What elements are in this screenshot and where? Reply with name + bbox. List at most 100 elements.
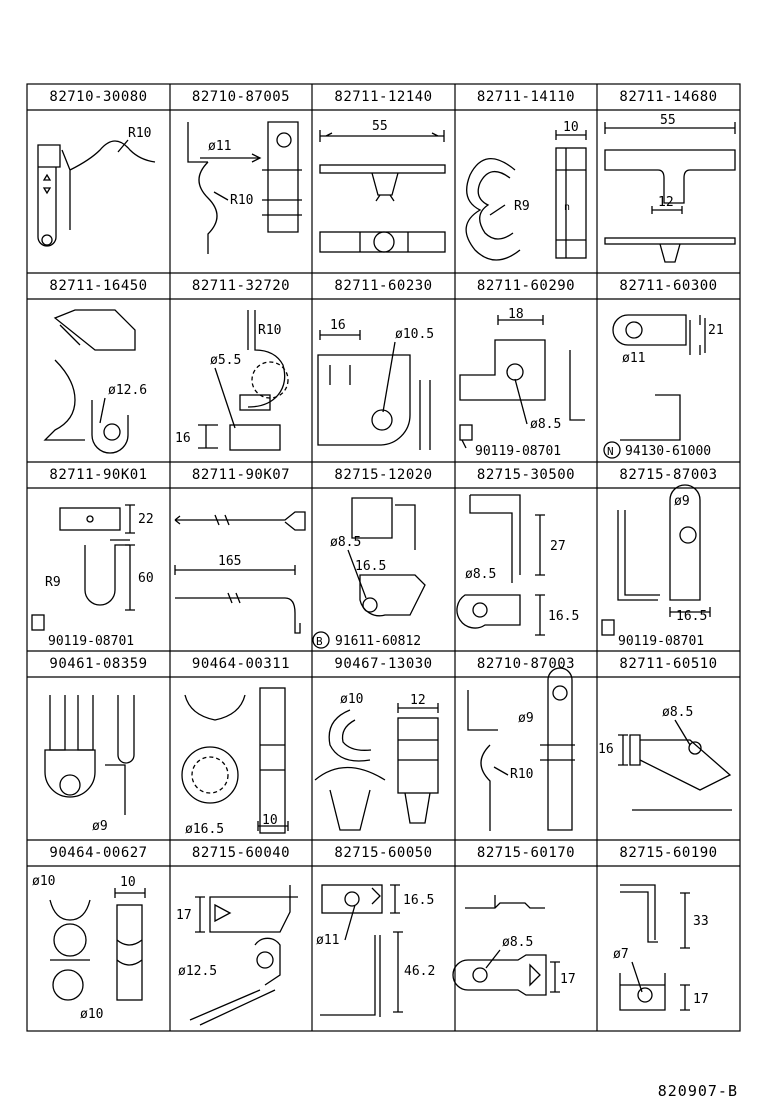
part-number-label: 82715-30500 [476,467,576,483]
dim-label: 16.5 [676,609,707,624]
part-number-label: 82711-32720 [191,278,291,294]
dim-label: ø7 [613,947,629,962]
drawing-90461-08359: ø9 [44,695,135,834]
drawing-82711-60300: 21 ø11 N 94130-61000 [603,314,724,459]
dim-label: R10 [128,126,151,141]
part-number-label: 90461-08359 [49,656,148,672]
drawing-82715-60170: ø8.5 17 [452,895,576,996]
dim-label: 17 [560,972,576,987]
dim-label: ø10 [32,874,55,889]
drawing-82711-90K01: 22 60 R9 90119-08701 [31,504,154,649]
dim-label: 60 [138,571,154,586]
dim-label: ø5.5 [210,353,241,368]
part-number-label: 82711-14680 [619,89,718,105]
dim-label: ø8.5 [330,535,361,550]
drawing-82715-30500: 27 ø8.5 16.5 [456,494,579,636]
part-number-label: 82711-14110 [476,89,576,105]
part-number-label: 82715-87003 [619,467,718,483]
drawing-82715-12020: ø8.5 16.5 B 91611-60812 [312,497,426,649]
dim-label: ø10 [80,1007,103,1022]
bolt-label: 90119-08701 [475,444,561,459]
drawing-82711-14680: 55 12 [604,113,736,263]
dim-label: 33 [693,914,709,929]
dim-label: ø9 [92,819,108,834]
dim-label: 22 [138,512,154,527]
dim-label: ø10.5 [395,327,434,342]
dim-label: R10 [258,323,281,338]
part-number-label: 82711-60290 [476,278,576,294]
dim-label: ø11 [316,933,339,948]
part-number-label: 82711-60300 [619,278,718,294]
dim-label: R9 [45,575,61,590]
dim-label: 16 [598,742,614,757]
drawing-82715-60040: 17 ø12.5 [176,885,298,1026]
part-number-label: 82715-60040 [191,845,291,861]
dim-label: 10 [563,120,579,135]
part-number-label: 82711-90K07 [191,467,291,483]
dim-label: ø12.6 [108,383,147,398]
dim-label: ø11 [622,351,645,366]
dim-label: ø12.5 [178,964,217,979]
dim-label: 12 [658,195,674,210]
part-number-label: 82710-30080 [49,89,148,105]
part-number-label: 90464-00627 [49,845,148,861]
bolt-mark: B [316,635,323,648]
drawing-82711-60290: 18 ø8.5 90119-08701 [459,307,585,459]
drawing-82710-87003: ø9 R10 [467,667,575,831]
dim-label: 16 [330,318,346,333]
drawing-82711-16450: ø12.6 [43,309,147,454]
dim-label: ø9 [674,494,690,509]
part-number-label: 82710-87005 [191,89,291,105]
drawing-82711-14110: R9 10 n [465,120,587,261]
nut-mark: N [607,445,614,458]
part-number-label: 82711-12140 [334,89,433,105]
dim-label: 46.2 [404,964,435,979]
dim-label: 17 [693,992,709,1007]
part-number-label: 90464-00311 [191,656,291,672]
dim-label: 10 [262,813,278,828]
drawing-82711-32720: 16 R10 ø5.5 [175,310,289,451]
dim-label: 16 [175,431,191,446]
bolt-label: 90119-08701 [48,634,134,649]
dim-label: n [564,202,570,213]
part-number-label: 82715-60050 [334,845,433,861]
part-number-label: 82711-60510 [619,656,718,672]
drawing-82711-12140: 55 [319,119,446,253]
dim-label: 17 [176,908,192,923]
dim-label: R10 [510,767,533,782]
dim-label: R10 [230,193,253,208]
dim-label: ø9 [518,711,534,726]
part-number-label: 82715-12020 [334,467,433,483]
drawing-82715-87003: ø9 16.5 90119-08701 [601,484,711,649]
drawing-90464-00311: ø16.5 10 [181,687,289,837]
dim-label: 12 [410,693,426,708]
catalog-number: 820907-B [657,1082,738,1100]
nut-label: 94130-61000 [625,444,711,459]
drawing-82711-60230: 16 ø10.5 [317,318,434,450]
drawing-82710-30080: R10 [37,126,156,247]
dim-label: ø10 [340,692,363,707]
part-number-label: 82715-60190 [619,845,718,861]
dim-label: 18 [508,307,524,322]
dim-label: ø8.5 [530,417,561,432]
part-number-label: 82715-60170 [476,845,576,861]
drawing-82711-90K07: 165 [174,511,306,634]
part-number-label: 90467-13030 [334,656,433,672]
drawing-82715-60050: 16.5 ø11 46.2 [316,884,435,1017]
drawing-82711-60510: 16 ø8.5 [598,705,732,811]
dim-label: ø11 [208,139,231,154]
dim-label: 16.5 [548,609,579,624]
drawing-90464-00627: ø10 10 ø10 [32,874,146,1022]
part-number-label: 82711-16450 [49,278,148,294]
bolt-label: 91611-60812 [335,634,421,649]
part-number-label: 82711-60230 [334,278,433,294]
dim-label: ø8.5 [465,567,496,582]
dim-label: 10 [120,875,136,890]
bolt-label: 90119-08701 [618,634,704,649]
dim-label: 165 [218,554,241,569]
dim-label: 27 [550,539,566,554]
dim-label: 16.5 [403,893,434,908]
dim-label: R9 [514,199,530,214]
dim-label: ø8.5 [662,705,693,720]
